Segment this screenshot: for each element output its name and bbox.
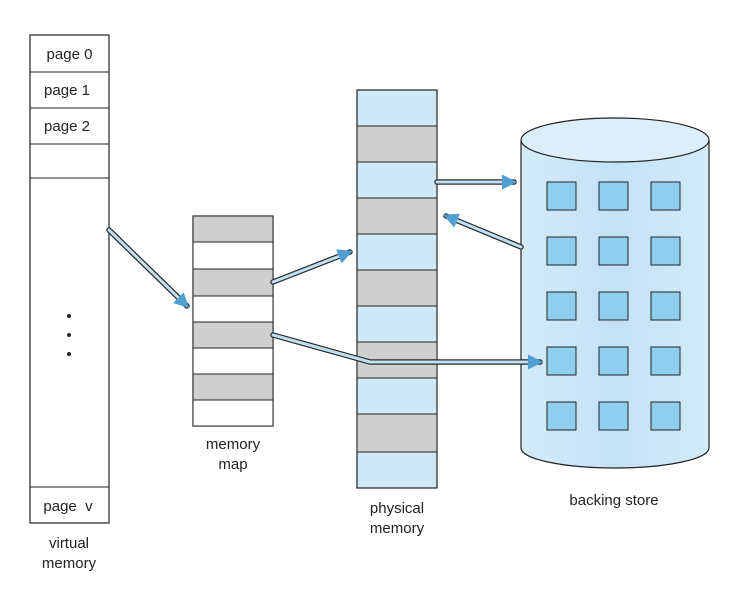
physical-frame-gray	[356, 125, 438, 163]
physical-memory-label-line1: physical	[370, 500, 424, 517]
disk-block	[598, 401, 629, 431]
memory-map-entry-gray	[192, 373, 274, 401]
physical-memory: physical memory	[356, 89, 438, 537]
disk-block	[546, 181, 577, 211]
memory-map-entry-gray	[192, 321, 274, 349]
arrow-map-to-physical	[270, 249, 353, 285]
page-0-label: page 0	[47, 46, 93, 63]
disk-block	[598, 236, 629, 266]
disk-block	[650, 181, 681, 211]
memory-map-entry-gray	[192, 268, 274, 297]
memory-map-entry	[192, 241, 274, 270]
arrow-map-to-backing-store	[270, 332, 543, 370]
memory-map-label-line2: map	[218, 456, 247, 473]
virtual-memory-frame	[29, 34, 110, 524]
physical-frame-gray	[356, 269, 438, 307]
virtual-memory-label-line1: virtual	[49, 535, 89, 552]
arrow-virtual-to-map	[106, 227, 190, 309]
physical-frame-gray	[356, 197, 438, 235]
disk-block	[650, 346, 681, 376]
disk-block	[650, 291, 681, 321]
disk-block	[598, 181, 629, 211]
memory-map-label-line1: memory	[206, 436, 261, 453]
disk-block	[546, 236, 577, 266]
page-1-label: page 1	[44, 82, 90, 99]
disk-block	[598, 291, 629, 321]
disk-block	[598, 346, 629, 376]
disk-block	[650, 401, 681, 431]
disk-block	[546, 401, 577, 431]
backing-store-label: backing store	[569, 492, 658, 509]
ellipsis-dot	[67, 352, 71, 356]
backing-store-blocks	[546, 181, 681, 431]
ellipsis-dot	[67, 333, 71, 337]
memory-map-entry	[192, 347, 274, 375]
disk-block	[546, 291, 577, 321]
virtual-memory: page 0 page 1 page 2 page v virtual memo…	[29, 34, 110, 572]
page-2-label: page 2	[44, 118, 90, 135]
virtual-memory-label-line2: memory	[42, 555, 97, 572]
memory-map-entry	[192, 295, 274, 323]
arrows	[106, 174, 543, 370]
page-v-label: page v	[43, 498, 93, 515]
memory-map: memory map	[192, 215, 274, 473]
ellipsis-dot	[67, 314, 71, 318]
disk-block	[650, 236, 681, 266]
backing-store-top	[520, 117, 710, 163]
backing-store: backing store	[520, 117, 710, 509]
disk-block	[546, 346, 577, 376]
arrow-backing-store-to-physical	[443, 213, 524, 250]
memory-map-entry-gray	[192, 215, 274, 243]
memory-map-entry	[192, 399, 274, 427]
physical-memory-label-line2: memory	[370, 520, 425, 537]
physical-frame-gray	[356, 413, 438, 453]
